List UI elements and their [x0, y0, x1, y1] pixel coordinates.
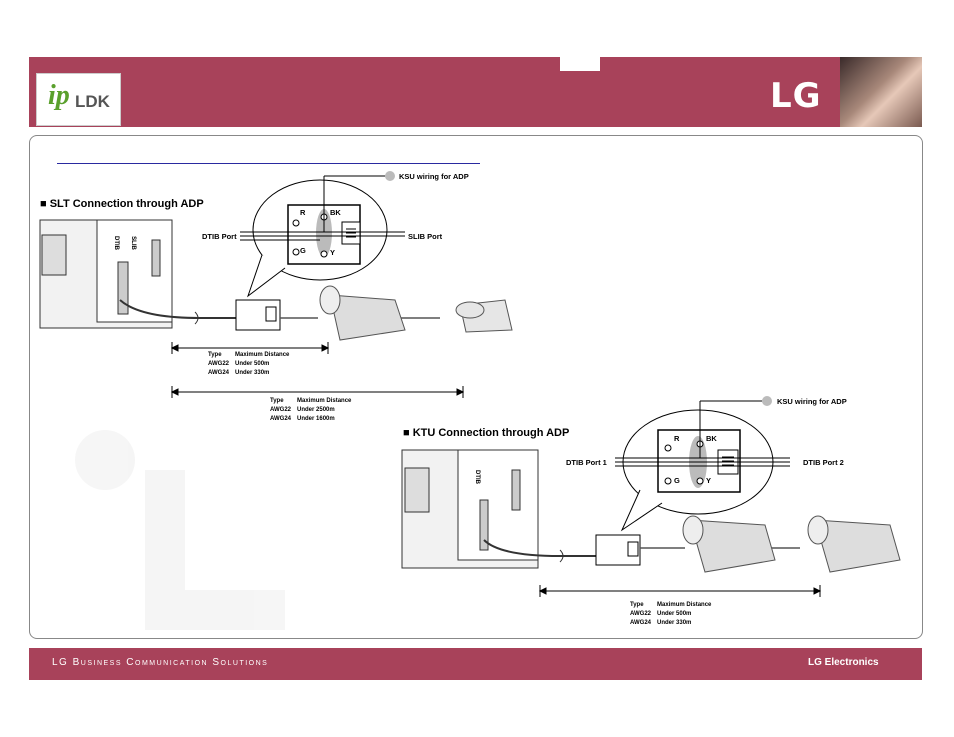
ktu-ksu-label: KSU wiring for ADP	[777, 397, 847, 406]
ktu-dtib-card-label: DTIB	[474, 470, 480, 484]
ktu-distance-arrow	[538, 585, 822, 597]
slt-adp-box	[235, 299, 281, 331]
title-underline	[57, 163, 480, 164]
footer-tagline: LG Business Communication Solutions	[52, 657, 269, 668]
slt-ksu-label: KSU wiring for ADP	[399, 172, 469, 181]
header-bar	[29, 57, 922, 127]
slt-single-line-telephone	[455, 299, 513, 333]
ktu-key-telephone-2	[807, 515, 901, 573]
ktu-pin-bk: BK	[706, 434, 717, 443]
ktu-key-telephone-1	[682, 515, 776, 573]
ktu-cable	[483, 539, 598, 557]
logo-box	[36, 73, 121, 126]
lg-brand-logo: LG	[770, 76, 822, 116]
slt-pin-y: Y	[330, 248, 336, 257]
slt-slib-card-label: SLIB	[129, 236, 136, 250]
header-notch	[560, 57, 600, 71]
slt-distance-arrows	[170, 342, 465, 398]
slt-section-title: ■ SLT Connection through ADP	[40, 198, 204, 210]
slt-dtib-card-label: DTIB	[113, 236, 119, 250]
slt-slib-port-label: SLIB Port	[408, 232, 443, 241]
slt-pin-r: R	[300, 208, 306, 217]
slt-pin-bk: BK	[330, 208, 341, 217]
logo-ip: ip	[48, 80, 70, 111]
ktu-dtib-port1-label: DTIB Port 1	[566, 458, 607, 467]
lg-watermark	[75, 430, 285, 630]
ktu-pin-r: R	[674, 434, 680, 443]
slt-key-telephone	[319, 285, 406, 341]
ktu-section-title: ■ KTU Connection through ADP	[403, 427, 570, 439]
ktu-pin-g: G	[674, 476, 680, 485]
slt-dtib-port-label: DTIB Port	[202, 232, 237, 241]
ktu-ksu-cabinet	[401, 449, 539, 569]
ktu-adp-box	[595, 534, 641, 566]
footer-company: LG Electronics	[808, 657, 879, 668]
logo-ldk: LDK	[75, 92, 110, 111]
footer-bar	[29, 648, 922, 680]
slt-ksu-cabinet	[39, 219, 173, 329]
slt-pin-g: G	[300, 246, 306, 255]
ktu-pin-y: Y	[706, 476, 712, 485]
header-photo	[840, 57, 922, 127]
ktu-dtib-port2-label: DTIB Port 2	[803, 458, 844, 467]
